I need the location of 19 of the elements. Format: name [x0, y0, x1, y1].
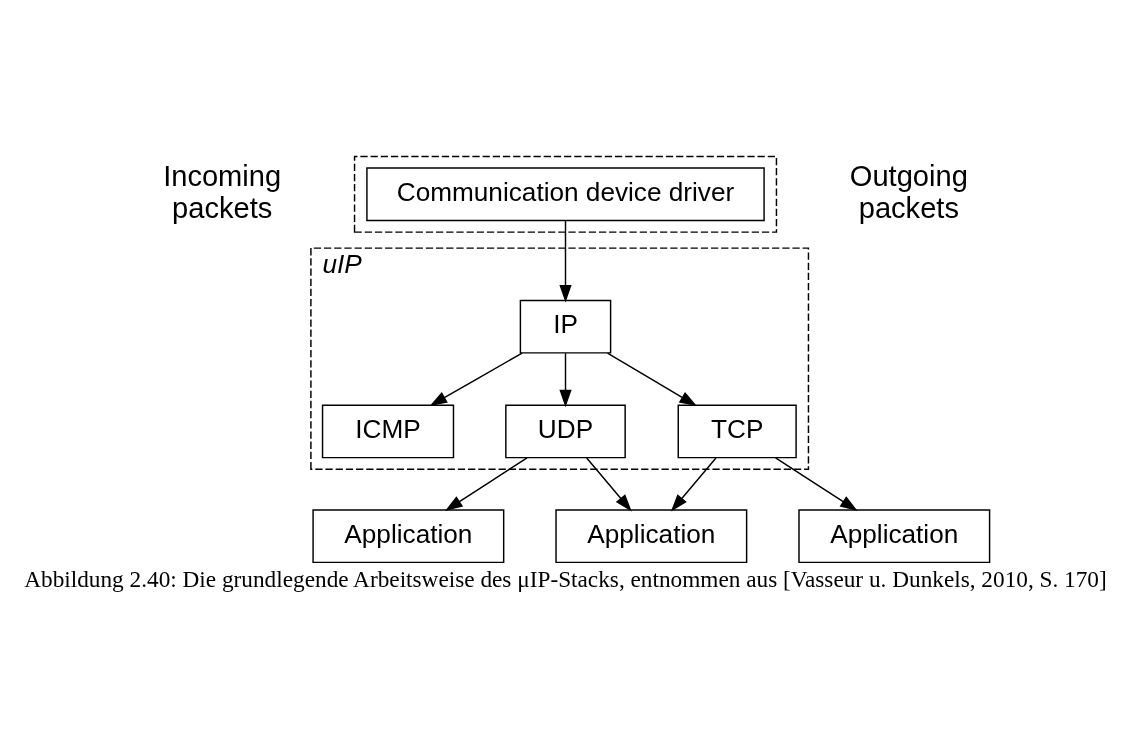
arrow	[774, 456, 858, 511]
node-box: TCP	[677, 404, 797, 458]
node-box: Application	[312, 508, 505, 563]
arrow	[559, 219, 572, 303]
arrow	[586, 456, 632, 511]
arrow	[606, 351, 697, 406]
label: Incoming packets	[163, 159, 282, 224]
node-box: Application	[555, 508, 748, 563]
cluster	[353, 155, 778, 233]
arrow	[559, 352, 572, 407]
caption: Abbildung 2.40: Die grundlegende Arbeitsweise des μIP-Stacks, entnommen aus [Vasseur u. Dunkels, 2010, S. 170]	[24, 565, 1107, 592]
node-box: UDP	[505, 404, 626, 458]
node-box: IP	[519, 299, 612, 354]
node-box: Communication device driver	[366, 166, 765, 221]
arrow	[670, 456, 717, 511]
label: Outgoing packets	[849, 159, 968, 224]
node-box: ICMP	[321, 404, 455, 458]
node-box: Application	[798, 508, 991, 563]
arrow	[429, 351, 523, 406]
